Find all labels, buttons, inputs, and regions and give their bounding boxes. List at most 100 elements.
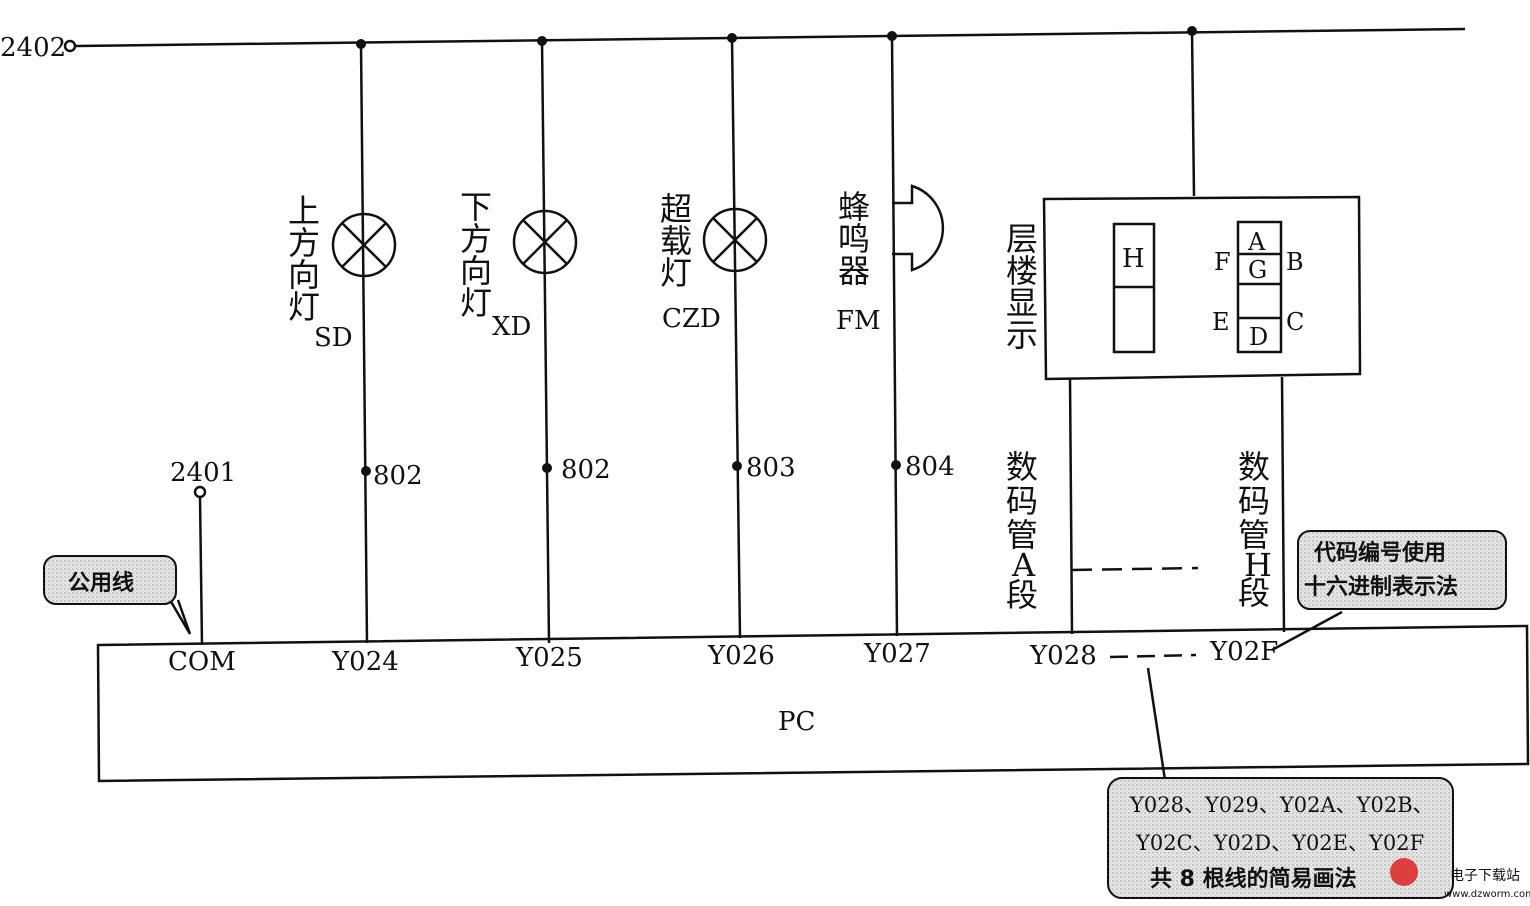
seg-a-label-4: A: [1011, 546, 1036, 584]
wire-sd: 802: [373, 461, 423, 491]
callout-hex-line2: 十六进制表示法: [1304, 575, 1458, 600]
com-stub: [198, 496, 204, 646]
pc-port-y028: Y028: [1029, 641, 1097, 671]
junction-dot: [887, 31, 897, 41]
name-display-1: 层: [1006, 220, 1038, 258]
callout-lines-line2: Y02C、Y02D、Y02E、Y02F: [1135, 831, 1424, 855]
name-sd-1: 上: [288, 192, 320, 230]
feeder-display: [1190, 30, 1196, 197]
seg-a-label-5: 段: [1006, 576, 1038, 614]
lines-pointer: [1146, 667, 1186, 784]
code-sd: SD: [314, 323, 353, 353]
floor-display-box: [1042, 195, 1362, 381]
lamp-czd: [702, 207, 768, 273]
terminal-2402-label: 2402: [0, 33, 66, 63]
terminal-2401: [193, 485, 207, 499]
junction-dot: [727, 33, 737, 43]
code-xd: XD: [492, 312, 531, 342]
seg-h-label-1: 数: [1238, 448, 1270, 486]
feeder-fm: [890, 35, 899, 637]
feeder-xd: [540, 40, 551, 644]
common-pointer: [168, 599, 192, 635]
seg-g-letter: G: [1248, 256, 1267, 284]
terminal-2402: [63, 39, 77, 53]
code-fm: FM: [836, 306, 881, 336]
seg-a-line: [1068, 377, 1074, 635]
name-czd-2: 载: [660, 222, 692, 260]
callout-lines-line3: 共 8 根线的简易画法: [1150, 866, 1357, 892]
pc-port-y026: Y026: [707, 641, 775, 671]
pc-port-y02f: Y02F: [1209, 637, 1278, 667]
seg-e-letter: E: [1212, 308, 1230, 336]
digit-seg-box: [1236, 220, 1283, 354]
feeder-czd: [730, 37, 742, 639]
pc-com-label: COM: [168, 647, 236, 677]
pc-label: PC: [778, 707, 815, 737]
top-bus-line: [75, 27, 1466, 48]
segment-dashed-bus: [1071, 566, 1199, 572]
name-xd-4: 灯: [460, 284, 492, 322]
name-display-3: 显: [1006, 284, 1038, 322]
feeder-sd: [359, 43, 369, 644]
watermark-site: 电子下载站: [1450, 868, 1520, 884]
code-czd: CZD: [662, 304, 721, 334]
junction-dot: [1187, 26, 1197, 36]
name-sd-3: 向: [288, 256, 320, 294]
seg-f-letter: F: [1214, 248, 1231, 276]
seg-h-label-2: 码: [1238, 482, 1270, 520]
junction-dot: [356, 39, 366, 49]
callout-common-text: 公用线: [68, 570, 134, 596]
name-xd-1: 下: [460, 188, 492, 226]
terminal-2401-label: 2401: [170, 458, 236, 488]
name-fm-1: 蜂: [838, 188, 870, 226]
pc-port-y024: Y024: [331, 647, 399, 677]
name-xd-2: 方: [460, 220, 492, 258]
watermark-logo: [1390, 858, 1418, 886]
seg-a-label-2: 码: [1006, 482, 1038, 520]
wire-czd: 803: [746, 453, 796, 483]
seg-h-line: [1280, 376, 1286, 633]
wire-fm: 804: [905, 452, 955, 482]
pc-port-y027: Y027: [863, 639, 931, 669]
seg-b-letter: B: [1286, 248, 1304, 276]
seg-h-label-4: H: [1244, 546, 1272, 584]
name-czd-3: 灯: [660, 254, 692, 292]
callout-lines-bubble: [1107, 777, 1454, 899]
wire-dot: [891, 460, 901, 470]
buzzer-symbol: [892, 184, 945, 272]
watermark-url: www.dzworm.com: [1444, 889, 1530, 900]
name-czd-1: 超: [660, 190, 692, 228]
callout-hex-bubble: [1297, 530, 1507, 610]
wire-dot: [542, 463, 552, 473]
seg-h-label-3: 管: [1238, 516, 1270, 554]
callout-hex-line1: 代码编号使用: [1313, 540, 1446, 566]
name-display-2: 楼: [1006, 252, 1038, 290]
pc-box: [96, 624, 1530, 783]
callout-common-bubble: [43, 555, 177, 605]
name-sd-4: 灯: [288, 288, 320, 326]
pc-port-y025: Y025: [515, 643, 583, 673]
name-fm-3: 器: [838, 252, 870, 290]
wire-dot: [732, 461, 742, 471]
name-display-4: 示: [1006, 316, 1038, 354]
digit-h-label: H: [1122, 244, 1145, 274]
callout-lines-line1: Y028、Y029、Y02A、Y02B、: [1129, 793, 1434, 817]
lamp-xd: [512, 209, 578, 275]
name-xd-3: 向: [460, 252, 492, 290]
seg-a-label-1: 数: [1006, 448, 1038, 486]
seg-a-letter: A: [1247, 228, 1266, 256]
lamp-sd: [331, 212, 397, 278]
pc-dashed: [1109, 653, 1197, 659]
wire-xd: 802: [561, 455, 611, 485]
wire-dot: [361, 466, 371, 476]
seg-h-label-5: 段: [1238, 574, 1270, 612]
name-sd-2: 方: [288, 224, 320, 262]
hex-pointer: [1271, 610, 1343, 652]
seg-c-letter: C: [1286, 308, 1304, 336]
seg-a-label-3: 管: [1006, 516, 1038, 554]
name-fm-2: 鸣: [838, 220, 870, 258]
seg-d-letter: D: [1249, 323, 1268, 351]
junction-dot: [537, 36, 547, 46]
